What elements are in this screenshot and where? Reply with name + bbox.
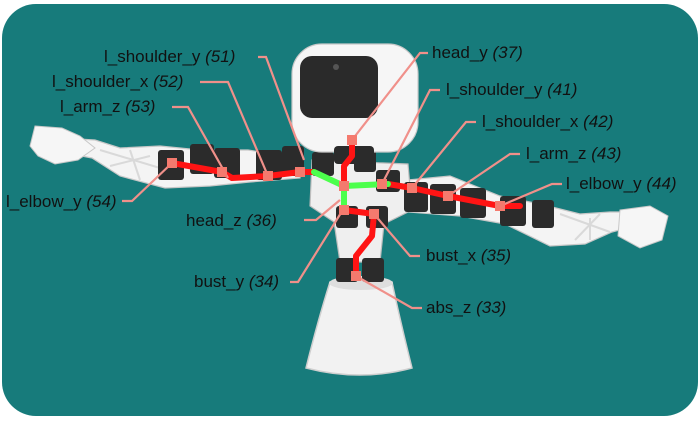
label-head-z-36: head_z (36) (186, 211, 277, 230)
label-l-elbow-y-44: l_elbow_y (44) (566, 174, 677, 193)
label-l-shoulder-y-51: l_shoulder_y (51) (104, 47, 235, 66)
torso-chain (341, 207, 377, 279)
labels: l_shoulder_y (51) l_shoulder_x (52) l_ar… (6, 43, 677, 317)
label-bust-y-34: bust_y (34) (194, 272, 279, 291)
label-l-shoulder-y-41: l_shoulder_y (41) (446, 80, 577, 99)
label-l-shoulder-x-42: l_shoulder_x (42) (482, 112, 613, 131)
robot-base (305, 281, 413, 376)
label-l-arm-z-53: l_arm_z (53) (60, 97, 155, 116)
robot-head (291, 43, 419, 164)
joint-markers (167, 135, 505, 281)
leader-lines (122, 51, 562, 310)
left-hand (29, 125, 96, 165)
right-hand (617, 205, 669, 249)
label-head-y-37: head_y (37) (432, 43, 523, 62)
label-abs-z-33: abs_z (33) (426, 298, 506, 317)
label-l-shoulder-x-52: l_shoulder_x (52) (52, 72, 183, 91)
neck-chain-red (341, 137, 355, 189)
label-l-elbow-y-54: l_elbow_y (54) (6, 192, 117, 211)
label-l-arm-z-43: l_arm_z (43) (526, 144, 621, 163)
label-bust-x-35: bust_x (35) (426, 246, 511, 265)
